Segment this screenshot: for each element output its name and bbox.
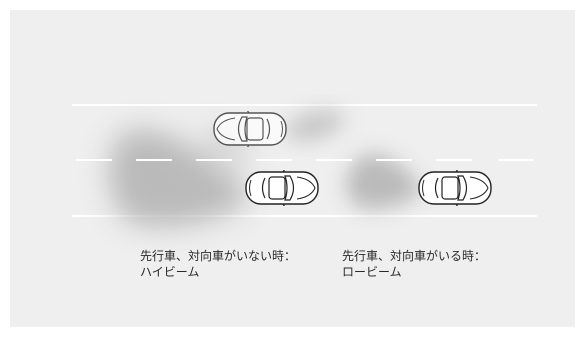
high-beam-mode-text: ハイビーム xyxy=(140,265,200,279)
high-beam-condition-text: 先行車、対向車がいない時： xyxy=(140,249,297,263)
low-beam-caption: 先行車、対向車がいる時： ロービーム xyxy=(342,248,486,280)
high-beam-caption: 先行車、対向車がいない時： ハイビーム xyxy=(140,248,296,280)
illustration-background xyxy=(10,10,575,327)
low-beam-condition-text: 先行車、対向車がいる時： xyxy=(342,249,487,263)
own-car-high-beam-icon xyxy=(245,170,319,206)
low-beam-mode-text: ロービーム xyxy=(342,265,402,279)
oncoming-beam-light xyxy=(285,109,345,141)
low-beam-light xyxy=(346,153,420,210)
oncoming-car-icon xyxy=(213,111,287,147)
own-car-low-beam-icon xyxy=(418,170,492,206)
